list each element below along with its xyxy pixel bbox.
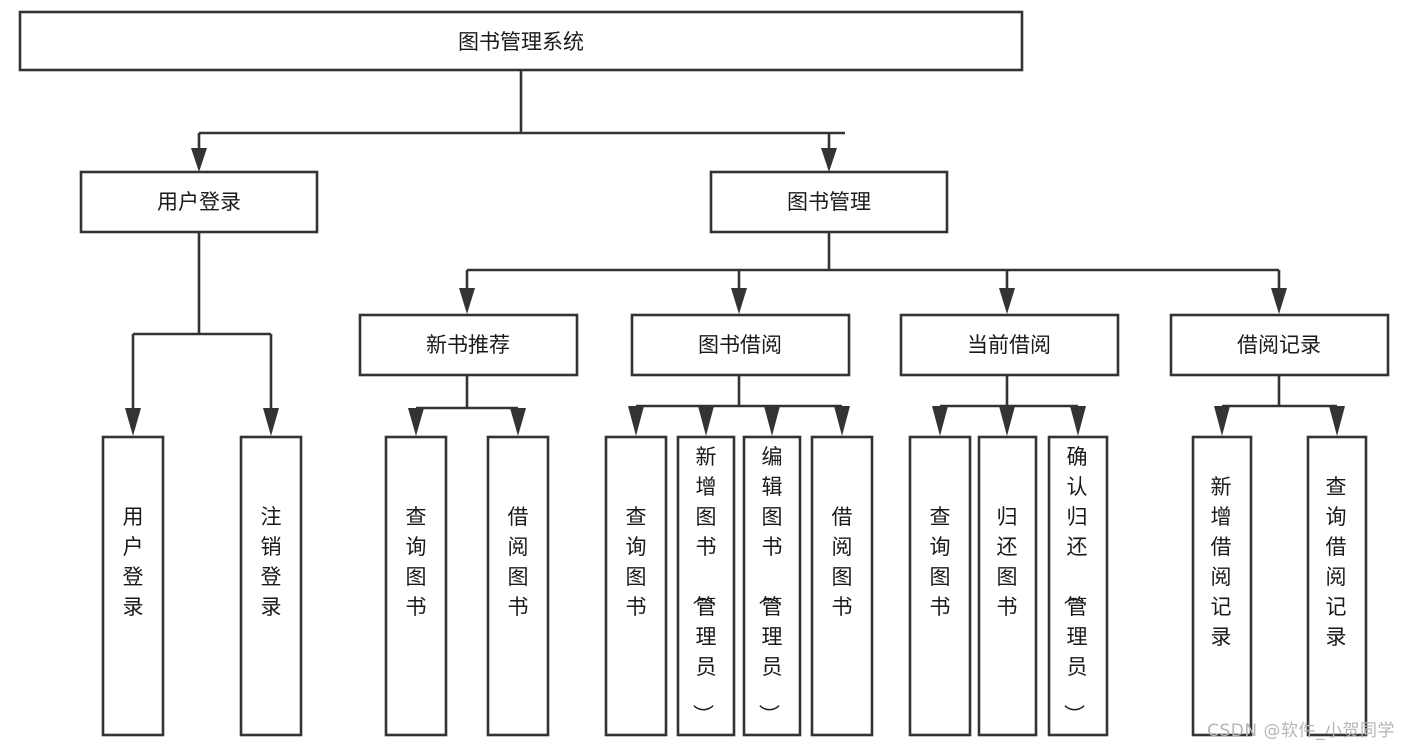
node-user-login[interactable]: 用户登录 xyxy=(79,170,319,234)
arrowhead-bb-query-book xyxy=(628,406,644,436)
arrowhead-cb-query-book xyxy=(932,406,948,436)
leaf-logout-label: 注销登录 xyxy=(261,505,282,619)
leaf-user-login-label: 用户登录 xyxy=(123,505,144,619)
node-borrow-record[interactable]: 借阅记录 xyxy=(1169,313,1390,377)
arrowhead-br-query-record xyxy=(1329,406,1345,436)
leaf-nb-borrow-book-label: 借阅图书 xyxy=(508,505,529,619)
leaf-nb-borrow-book[interactable]: 借阅图书 xyxy=(486,435,550,737)
leaf-bb-edit-book-label: 编辑图书（管理员） xyxy=(757,445,783,725)
arrowhead-nb-query-book xyxy=(408,408,424,436)
leaf-cb-return-book-label: 归还图书 xyxy=(997,505,1018,619)
arrowhead-current-borrow xyxy=(999,288,1015,314)
leaf-nb-borrow-book-box[interactable] xyxy=(486,435,550,737)
arrowhead-book-manage xyxy=(821,148,837,172)
leaf-bb-add-book-box[interactable] xyxy=(676,435,736,737)
leaf-user-login[interactable]: 用户登录 xyxy=(101,435,165,737)
arrowhead-bb-borrow-book xyxy=(834,406,850,436)
arrowhead-user-login xyxy=(191,148,207,172)
node-user-login-label: 用户登录 xyxy=(157,190,241,214)
leaf-logout[interactable]: 注销登录 xyxy=(239,435,303,737)
leaf-bb-query-book-label: 查询图书 xyxy=(626,505,647,619)
leaf-bb-add-book[interactable]: 新增图书（管理员） xyxy=(676,435,736,737)
leaf-cb-confirm-return-box[interactable] xyxy=(1047,435,1109,737)
leaf-cb-query-book-box[interactable] xyxy=(908,435,972,737)
node-current-borrow-box[interactable] xyxy=(899,313,1120,377)
leaf-br-add-record[interactable]: 新增借阅记录 xyxy=(1191,435,1253,737)
leaf-bb-edit-book-box[interactable] xyxy=(742,435,802,737)
leaf-br-query-record[interactable]: 查询借阅记录 xyxy=(1306,435,1368,737)
leaf-cb-return-book-box[interactable] xyxy=(977,435,1038,737)
leaf-logout-box[interactable] xyxy=(239,435,303,737)
node-user-login-box[interactable] xyxy=(79,170,319,234)
node-book-manage-label: 图书管理 xyxy=(787,190,871,214)
leaf-bb-edit-book[interactable]: 编辑图书（管理员） xyxy=(742,435,802,737)
leaf-bb-query-book-box[interactable] xyxy=(604,435,668,737)
node-current-borrow-label: 当前借阅 xyxy=(967,333,1051,357)
leaf-cb-query-book-label: 查询图书 xyxy=(930,505,951,619)
leaf-br-add-record-label: 新增借阅记录 xyxy=(1211,475,1232,649)
leaf-nb-query-book[interactable]: 查询图书 xyxy=(384,435,448,737)
node-borrow-record-label: 借阅记录 xyxy=(1237,333,1321,357)
arrowhead-borrow-record xyxy=(1271,288,1287,314)
arrowhead-leaf-logout xyxy=(263,408,279,436)
node-root[interactable]: 图书管理系统 xyxy=(18,10,1024,72)
leaf-nb-query-book-label: 查询图书 xyxy=(406,505,427,619)
leaf-user-login-box[interactable] xyxy=(101,435,165,737)
node-new-book-recommend-label: 新书推荐 xyxy=(426,333,510,357)
node-current-borrow[interactable]: 当前借阅 xyxy=(899,313,1120,377)
arrowhead-book-borrow xyxy=(731,288,747,314)
arrowhead-cb-confirm-return xyxy=(1070,406,1086,436)
connector-group xyxy=(125,70,1345,436)
node-new-book-recommend-box[interactable] xyxy=(358,313,579,377)
node-new-book-recommend[interactable]: 新书推荐 xyxy=(358,313,579,377)
csdn-watermark: CSDN @软件_小贺同学 xyxy=(1207,721,1395,741)
leaf-cb-return-book[interactable]: 归还图书 xyxy=(977,435,1038,737)
node-book-borrow-box[interactable] xyxy=(630,313,851,377)
leaf-br-query-record-label: 查询借阅记录 xyxy=(1326,475,1347,649)
leaf-br-add-record-box[interactable] xyxy=(1191,435,1253,737)
node-root-box[interactable] xyxy=(18,10,1024,72)
node-book-manage-box[interactable] xyxy=(709,170,949,234)
leaf-bb-query-book[interactable]: 查询图书 xyxy=(604,435,668,737)
leaf-br-query-record-box[interactable] xyxy=(1306,435,1368,737)
node-book-manage[interactable]: 图书管理 xyxy=(709,170,949,234)
leaf-bb-borrow-book-label: 借阅图书 xyxy=(832,505,853,619)
leaf-cb-confirm-return-label: 确认归还（管理员） xyxy=(1062,445,1088,725)
arrowhead-bb-edit-book xyxy=(764,406,780,436)
node-book-borrow-label: 图书借阅 xyxy=(698,333,782,357)
arrowhead-nb-borrow-book xyxy=(510,408,526,436)
node-root-label: 图书管理系统 xyxy=(458,30,584,54)
leaf-cb-confirm-return[interactable]: 确认归还（管理员） xyxy=(1047,435,1109,737)
leaf-bb-add-book-label: 新增图书（管理员） xyxy=(691,445,717,725)
leaf-cb-query-book[interactable]: 查询图书 xyxy=(908,435,972,737)
node-book-borrow[interactable]: 图书借阅 xyxy=(630,313,851,377)
arrowhead-br-add-record xyxy=(1214,406,1230,436)
leaf-bb-borrow-book[interactable]: 借阅图书 xyxy=(810,435,874,737)
arrowhead-bb-add-book xyxy=(698,406,714,436)
arrowhead-leaf-user-login xyxy=(125,408,141,436)
leaf-nb-query-book-box[interactable] xyxy=(384,435,448,737)
arrowhead-new-book xyxy=(459,288,475,314)
arrowhead-cb-return-book xyxy=(999,406,1015,436)
leaf-bb-borrow-book-box[interactable] xyxy=(810,435,874,737)
node-borrow-record-box[interactable] xyxy=(1169,313,1390,377)
